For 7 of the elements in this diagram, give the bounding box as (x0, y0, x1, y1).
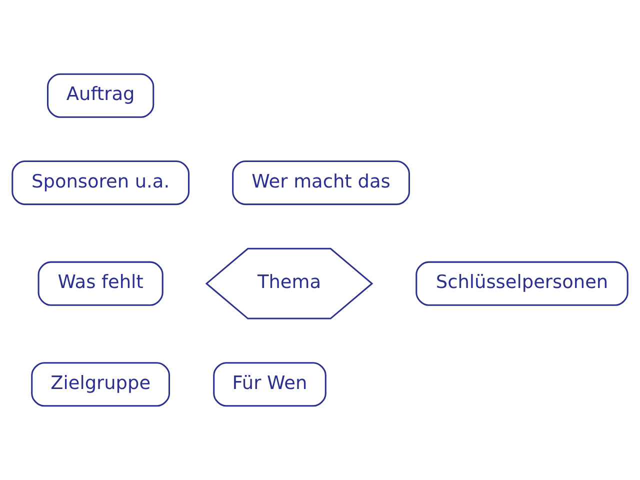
node-box: Was fehlt (38, 261, 164, 306)
node-box: Für Wen (213, 362, 326, 407)
node-box: Auftrag (47, 73, 154, 118)
node-box: Zielgruppe (31, 362, 170, 407)
node-box: Schlüsselpersonen (416, 261, 628, 306)
node-box: Wer macht das (232, 160, 410, 206)
node-box: Sponsoren u.a. (12, 160, 190, 206)
